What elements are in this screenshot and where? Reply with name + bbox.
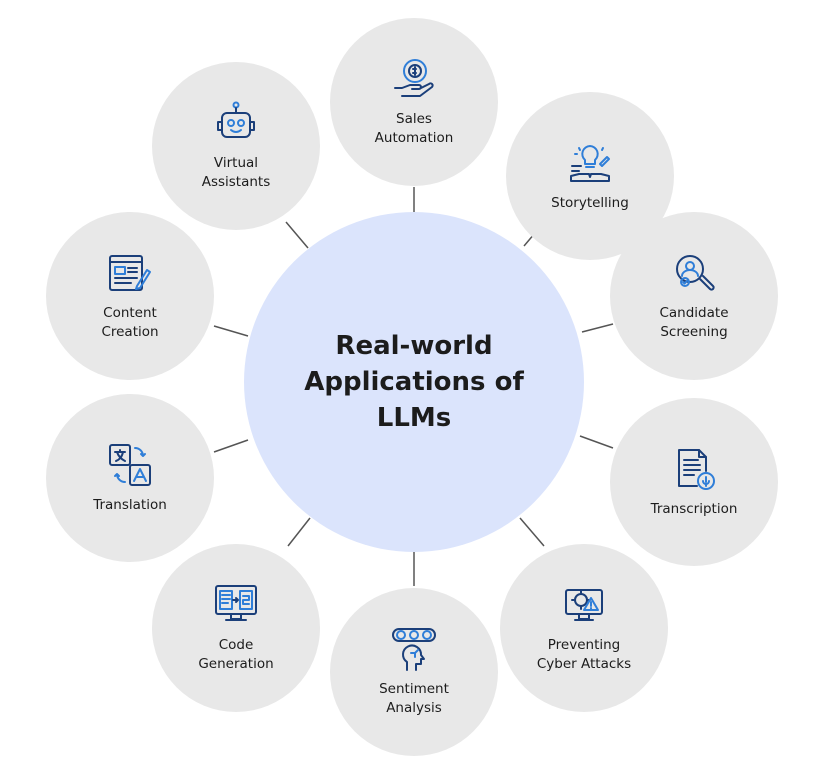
node-translation: Translation xyxy=(46,394,214,562)
node-sales-automation: Sales Automation xyxy=(330,18,498,186)
connector-virtual-assistants xyxy=(285,221,309,249)
node-label: Sales Automation xyxy=(374,111,454,146)
node-candidate-screening: Candidate Screening xyxy=(610,212,778,380)
node-label: Transcription xyxy=(650,500,738,517)
node-transcription: Transcription xyxy=(610,398,778,566)
center-circle: Real-world Applications of LLMs xyxy=(244,212,584,552)
connector-content-creation xyxy=(213,325,249,337)
node-label: Translation xyxy=(93,496,167,513)
code-monitor-icon xyxy=(213,582,259,628)
node-virtual-assistants: Virtual Assistants xyxy=(152,62,320,230)
node-label: Candidate Screening xyxy=(659,305,729,340)
magnifier-person-icon xyxy=(671,250,717,296)
lightbulb-book-icon xyxy=(567,140,613,186)
node-label: Sentiment Analysis xyxy=(379,681,449,716)
node-sentiment-analysis: Sentiment Analysis xyxy=(330,588,498,756)
emoji-faces-head-icon xyxy=(391,626,437,672)
money-hand-icon xyxy=(391,56,437,102)
center-title: Real-world Applications of LLMs xyxy=(304,331,524,433)
connector-transcription xyxy=(579,435,614,449)
node-label: Content Creation xyxy=(101,305,159,340)
connector-translation xyxy=(213,439,249,453)
connector-preventing-cyber-attacks xyxy=(519,517,545,547)
node-label: Code Generation xyxy=(198,637,274,672)
node-code-generation: Code Generation xyxy=(152,544,320,712)
robot-icon xyxy=(213,100,259,146)
translate-icon xyxy=(107,442,153,488)
connector-code-generation xyxy=(287,517,311,547)
node-label: Storytelling xyxy=(551,194,629,211)
node-content-creation: Content Creation xyxy=(46,212,214,380)
connector-candidate-screening xyxy=(581,323,614,333)
document-pencil-icon xyxy=(107,250,153,296)
monitor-gear-warning-icon xyxy=(561,582,607,628)
node-label: Virtual Assistants xyxy=(201,155,271,190)
node-label: Preventing Cyber Attacks xyxy=(536,637,632,672)
node-preventing-cyber-attacks: Preventing Cyber Attacks xyxy=(500,544,668,712)
document-microphone-icon xyxy=(671,446,717,492)
